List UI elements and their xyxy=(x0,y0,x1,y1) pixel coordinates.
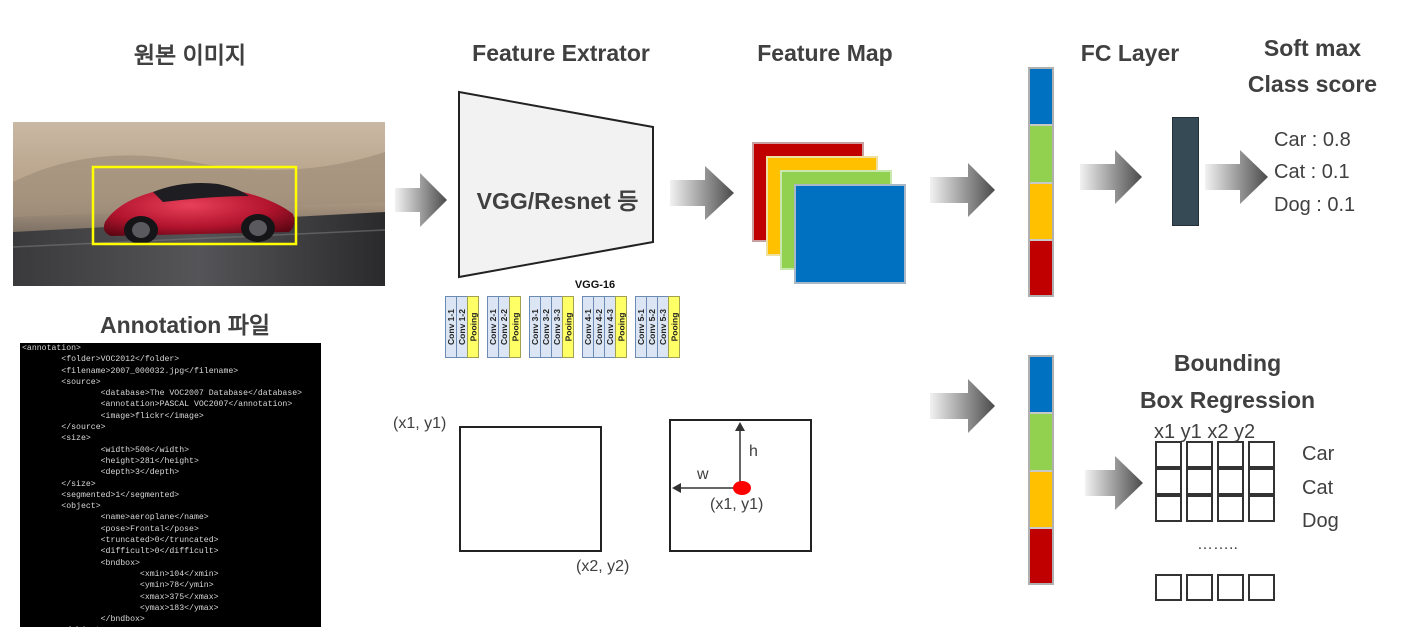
bbox-cell xyxy=(1248,441,1275,468)
arrow-image-to-extractor xyxy=(395,173,447,227)
bbox-cell xyxy=(1186,574,1213,601)
bbox-header: x1 y1 x2 y2 xyxy=(1154,421,1256,443)
bbox-cell xyxy=(1186,441,1213,468)
bbox-class-car: Car xyxy=(1302,443,1335,465)
softmax-title-line1: Soft max xyxy=(1263,35,1362,61)
annotation-xml-panel: <annotation> <folder>VOC2012</folder> <f… xyxy=(20,343,321,627)
vgg-pooling-layer: Pooing xyxy=(615,296,627,358)
fc-layer-bar-bottom xyxy=(1028,355,1054,585)
fc-layer-title: FC Layer xyxy=(1080,40,1180,66)
bbox-class-cat: Cat xyxy=(1302,477,1334,499)
bbox-cell xyxy=(1217,441,1244,468)
arrow-dense-to-softmax xyxy=(1205,150,1268,204)
bbox-class-dog: Dog xyxy=(1302,510,1339,532)
bbox-cell xyxy=(1217,495,1244,522)
bbox-cell xyxy=(1186,495,1213,522)
label-center: (x1, y1) xyxy=(710,496,764,513)
arrow-map-to-fc2 xyxy=(930,379,995,433)
bbox-cell xyxy=(1248,574,1275,601)
bbox-title-line1: Bounding xyxy=(1173,350,1282,376)
feature-map-blue xyxy=(794,184,906,284)
car-photo xyxy=(13,122,385,286)
label-h: h xyxy=(749,443,758,460)
bbox-cell xyxy=(1248,495,1275,522)
bbox-cell xyxy=(1186,468,1213,495)
class-score-cat: Cat : 0.1 xyxy=(1274,161,1350,183)
bbox-cell xyxy=(1155,574,1182,601)
backbone-label: VGG/Resnet 등 xyxy=(476,188,639,214)
bbox-ellipsis: …….. xyxy=(1197,536,1238,553)
bbox-cell xyxy=(1155,441,1182,468)
box-corner-format xyxy=(459,426,602,552)
vgg16-title: VGG-16 xyxy=(574,279,616,291)
annotation-xml-text: <annotation> <folder>VOC2012</folder> <f… xyxy=(22,344,303,627)
feature-extractor-title: Feature Extrator xyxy=(472,40,650,66)
bbox-cell xyxy=(1217,468,1244,495)
bbox-cell xyxy=(1155,495,1182,522)
feature-extractor-shape xyxy=(458,90,654,279)
vgg-pooling-layer: Pooing xyxy=(509,296,521,358)
label-bottom-right: (x2, y2) xyxy=(576,558,630,575)
label-top-left: (x1, y1) xyxy=(393,415,447,432)
feature-map-title: Feature Map xyxy=(757,40,893,66)
vgg-pooling-layer: Pooing xyxy=(668,296,680,358)
center-point xyxy=(733,481,751,495)
dense-layer-block xyxy=(1172,117,1199,226)
bbox-title-line2: Box Regression xyxy=(1139,387,1316,413)
arrow-fc2-to-bbox xyxy=(1085,456,1143,510)
label-w: w xyxy=(697,466,709,483)
arrow-map-to-fc xyxy=(930,163,995,217)
vgg-pooling-layer: Pooing xyxy=(467,296,479,358)
arrow-extractor-to-map xyxy=(670,166,734,220)
class-score-car: Car : 0.8 xyxy=(1274,129,1351,151)
annotation-file-title: Annotation 파일 xyxy=(99,312,271,338)
bbox-cell xyxy=(1248,468,1275,495)
softmax-title-line2: Class score xyxy=(1247,71,1378,97)
bbox-cell xyxy=(1155,468,1182,495)
original-image-title: 원본 이미지 xyxy=(133,42,247,68)
vgg-pooling-layer: Pooing xyxy=(562,296,574,358)
class-score-dog: Dog : 0.1 xyxy=(1274,194,1356,216)
fc-layer-bar-top xyxy=(1028,67,1054,297)
arrow-fc-to-dense xyxy=(1080,150,1142,204)
bbox-cell xyxy=(1217,574,1244,601)
